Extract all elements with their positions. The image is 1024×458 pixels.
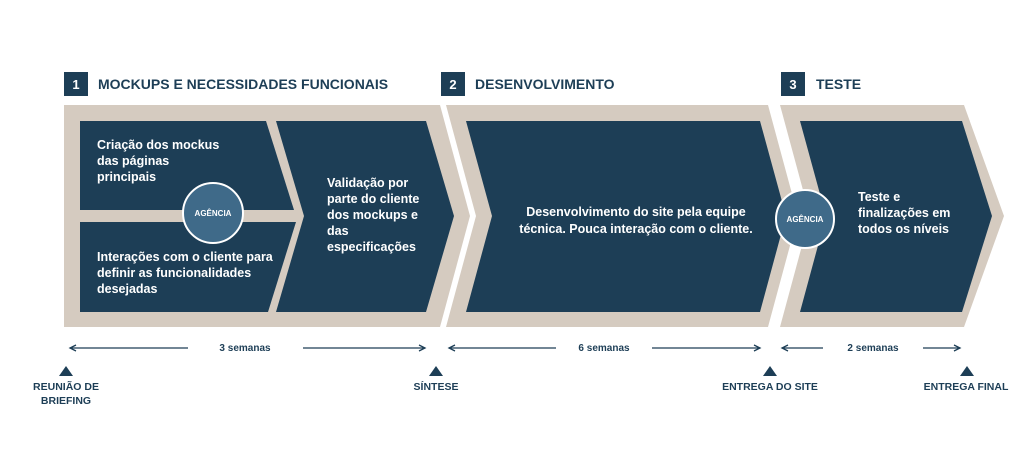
validation-line: das [327, 224, 349, 238]
mockups-creation-text: Criação dos mockus das páginas principai… [97, 138, 219, 184]
validation-line: dos mockups e [327, 208, 418, 222]
milestone-sintese: SÍNTESE [414, 366, 459, 393]
phase-2-title: DESENVOLVIMENTO [475, 76, 615, 92]
phase-2-number-box [441, 72, 465, 96]
milestone-marker-triangle [960, 366, 974, 376]
validation-box [276, 121, 454, 312]
milestone-label: REUNIÃO DE [33, 380, 99, 393]
milestone-site-delivery: ENTREGA DO SITE [722, 366, 818, 393]
agency-badge-phase-1: AGÊNCIA [182, 182, 244, 244]
milestone-final-delivery: ENTREGA FINAL [924, 366, 1009, 393]
validation-line: especificações [327, 240, 416, 254]
validation-text: Validação por parte do cliente dos mocku… [327, 176, 419, 254]
milestone-label: ENTREGA DO SITE [722, 381, 818, 393]
duration-phase-1-label: 3 semanas [219, 343, 271, 354]
duration-phase-3-label: 2 semanas [847, 343, 899, 354]
development-box [466, 121, 786, 312]
testing-text: Teste e finalizações em todos os níveis [858, 190, 950, 236]
milestone-marker-triangle [59, 366, 73, 376]
agency-badge-label: AGÊNCIA [195, 209, 232, 218]
phase-3-title: TESTE [816, 76, 861, 92]
interactions-line: definir as funcionalidades [97, 266, 251, 280]
milestone-label: BRIEFING [41, 395, 91, 407]
testing-line: todos os níveis [858, 222, 949, 236]
interactions-line: Interações com o cliente para [97, 250, 274, 264]
milestone-label: ENTREGA FINAL [924, 381, 1009, 393]
interactions-line: desejadas [97, 282, 158, 296]
mockups-creation-line: Criação dos mockus [97, 138, 219, 152]
validation-line: Validação por [327, 176, 408, 190]
duration-phase-2 [447, 344, 762, 352]
phase-2-header: 2 DESENVOLVIMENTO [441, 72, 615, 96]
development-line: técnica. Pouca interação com o cliente. [519, 222, 752, 236]
milestone-marker-triangle [429, 366, 443, 376]
milestone-marker-triangle [763, 366, 777, 376]
phase-3-number-box [781, 72, 805, 96]
testing-box [800, 121, 992, 312]
phase-3-header: 3 TESTE [781, 72, 861, 96]
mockups-creation-line: principais [97, 170, 156, 184]
development-text: Desenvolvimento do site pela equipe técn… [519, 205, 752, 236]
development-line: Desenvolvimento do site pela equipe [526, 205, 746, 219]
interactions-text: Interações com o cliente para definir as… [97, 250, 274, 296]
phase-2-number: 2 [449, 77, 456, 92]
testing-line: finalizações em [858, 206, 950, 220]
phase-1-header: 1 MOCKUPS E NECESSIDADES FUNCIONAIS [64, 72, 388, 96]
milestone-label: SÍNTESE [414, 380, 459, 393]
validation-line: parte do cliente [327, 192, 419, 206]
phase-1-title: MOCKUPS E NECESSIDADES FUNCIONAIS [98, 76, 388, 92]
testing-line: Teste e [858, 190, 900, 204]
duration-phase-3 [780, 344, 962, 352]
milestone-briefing: REUNIÃO DE BRIEFING [33, 366, 99, 407]
duration-phase-1 [68, 344, 427, 352]
agency-badge-phase-3: AGÊNCIA [775, 189, 835, 249]
phase-1-number-box [64, 72, 88, 96]
mockups-creation-line: das páginas [97, 154, 169, 168]
agency-badge-label: AGÊNCIA [787, 215, 824, 224]
duration-phase-2-label: 6 semanas [578, 343, 630, 354]
phase-1-number: 1 [72, 77, 79, 92]
mockups-creation-box [80, 121, 294, 210]
phase-3-number: 3 [789, 77, 796, 92]
interactions-box [80, 222, 296, 312]
